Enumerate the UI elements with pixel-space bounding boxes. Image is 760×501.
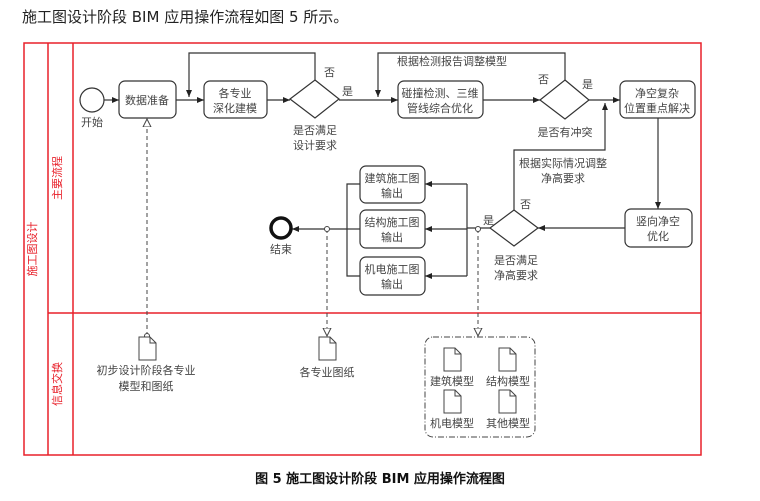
task-arch-output-line1: 建筑施工图 <box>365 171 420 185</box>
gw2-label: 是否有冲突 <box>538 125 593 139</box>
flow-gw2-no-loop <box>375 52 566 97</box>
model-struct-label: 结构模型 <box>486 374 530 388</box>
doc-icon-arch-model[interactable] <box>443 347 462 372</box>
doc-icon-preliminary[interactable] <box>138 336 157 361</box>
end-label: 结束 <box>270 243 292 256</box>
lane-label-info: 信息交换 <box>50 362 64 406</box>
sequence-flows <box>104 52 661 279</box>
gw3-label-line1: 是否满足 <box>494 254 538 267</box>
task-clash-detect-line2: 管线综合优化 <box>407 101 473 115</box>
gw1-label-line2: 设计要求 <box>293 139 337 152</box>
figure-caption: 图 5 施工图设计阶段 BIM 应用操作流程图 <box>255 472 505 487</box>
data-associations <box>147 119 478 336</box>
gateway-design-req[interactable] <box>289 79 340 119</box>
task-clearance-focus-line1: 净空复杂 <box>635 86 679 100</box>
task-clash-detect-line1: 碰撞检测、三维 <box>402 86 479 100</box>
pool-label: 施工图设计 <box>26 222 39 277</box>
doc-drawings-label: 各专业图纸 <box>300 365 355 379</box>
flow-gw3-no-loop <box>513 103 608 210</box>
task-arch-output[interactable] <box>359 165 426 204</box>
gw1-no-label: 否 <box>324 66 335 79</box>
task-clearance-focus[interactable] <box>619 80 696 119</box>
intro-paragraph: 施工图设计阶段 BIM 应用操作流程如图 5 所示。 <box>22 8 349 26</box>
task-vertical-clearance-line2: 优化 <box>647 229 669 243</box>
annotation-adjust-height-line1: 根据实际情况调整 <box>519 156 607 170</box>
merge-bus <box>346 183 360 277</box>
doc-icon-mep-model[interactable] <box>443 389 462 414</box>
task-struct-output-line1: 结构施工图 <box>365 215 420 229</box>
gw3-yes-label: 是 <box>483 214 494 227</box>
task-mep-output-line1: 机电施工图 <box>365 262 420 276</box>
gw3-no-label: 否 <box>520 198 531 211</box>
gw1-yes-label: 是 <box>342 85 353 98</box>
annotation-adjust-height-line2: 净高要求 <box>541 171 585 185</box>
task-deepen-model[interactable] <box>203 80 268 119</box>
gateway-conflict[interactable] <box>539 79 590 120</box>
end-event[interactable] <box>269 216 293 240</box>
task-deepen-model-line1: 各专业 <box>219 86 252 100</box>
gw1-label-line1: 是否满足 <box>293 124 337 137</box>
task-struct-output[interactable] <box>359 209 426 249</box>
task-vertical-clearance[interactable] <box>624 208 693 248</box>
models-group[interactable] <box>424 336 536 438</box>
task-deepen-model-line2: 深化建模 <box>213 101 257 115</box>
model-mep-label: 机电模型 <box>430 416 474 430</box>
doc-icon-drawings[interactable] <box>318 336 337 361</box>
model-other-label: 其他模型 <box>486 416 530 430</box>
task-clash-detect[interactable] <box>397 80 484 119</box>
annotation-adjust-model: 根据检测报告调整模型 <box>397 54 507 68</box>
pool-border <box>23 42 702 456</box>
gw2-no-label: 否 <box>538 73 549 86</box>
doc-preliminary-line1: 初步设计阶段各专业 <box>97 363 196 377</box>
task-data-prep[interactable] <box>118 80 177 119</box>
lane-label-main: 主要流程 <box>50 156 64 200</box>
task-struct-output-line2: 输出 <box>381 230 403 244</box>
gw2-yes-label: 是 <box>582 78 593 91</box>
pool-frame <box>23 42 702 456</box>
task-vertical-clearance-line1: 竖向净空 <box>636 214 680 228</box>
doc-icon-other-model[interactable] <box>498 389 517 414</box>
model-arch-label: 建筑模型 <box>430 374 474 388</box>
task-clearance-focus-line2: 位置重点解决 <box>624 101 690 115</box>
gw3-label-line2: 净高要求 <box>494 268 538 282</box>
flow-gw1-no-loop <box>186 52 316 97</box>
task-mep-output[interactable] <box>359 256 426 296</box>
task-arch-output-line2: 输出 <box>381 186 403 200</box>
start-event[interactable] <box>79 87 105 113</box>
gateway-height-req[interactable] <box>489 209 539 247</box>
start-label: 开始 <box>81 115 103 129</box>
doc-preliminary-line2: 模型和图纸 <box>119 379 174 393</box>
task-data-prep-label: 数据准备 <box>125 93 169 107</box>
doc-icon-struct-model[interactable] <box>498 347 517 372</box>
task-mep-output-line2: 输出 <box>381 277 403 291</box>
